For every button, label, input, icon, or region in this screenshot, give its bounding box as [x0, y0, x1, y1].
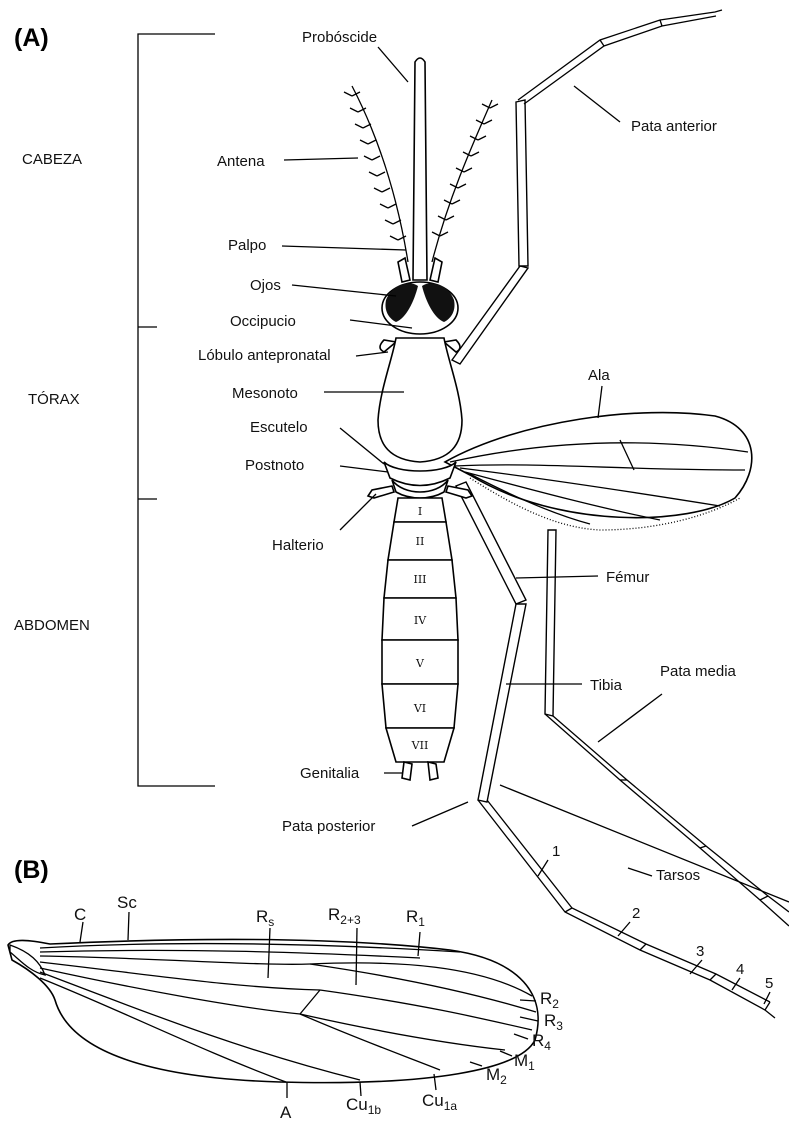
label-palp: Palpo: [228, 237, 266, 254]
region-thorax: TÓRAX: [28, 391, 80, 408]
label-haltere: Halterio: [272, 537, 324, 554]
label-antenna: Antena: [217, 153, 265, 170]
vein-m1: M1: [514, 1051, 535, 1073]
label-midleg: Pata media: [660, 663, 737, 680]
label-femur: Fémur: [606, 569, 649, 586]
segment-label: VI: [413, 702, 426, 715]
tarsus-number: 2: [632, 905, 640, 922]
label-wing: Ala: [588, 367, 610, 384]
tarsus-number: 3: [696, 943, 704, 960]
vein-c: C: [74, 905, 86, 924]
label-proboscis: Probóscide: [302, 29, 377, 46]
label-tarsi: Tarsos: [656, 867, 700, 884]
panel-b-label: (B): [14, 856, 49, 884]
vein-r4: R4: [532, 1031, 551, 1053]
segment-label: VII: [411, 739, 429, 752]
vein-m2: M2: [486, 1065, 507, 1087]
label-mesonotum: Mesonoto: [232, 385, 298, 402]
label-hindleg: Pata posterior: [282, 818, 375, 835]
tarsus-number: 1: [552, 843, 560, 860]
region-head: CABEZA: [22, 151, 82, 168]
tarsus-number: 5: [765, 975, 773, 992]
label-postnotum: Postnoto: [245, 457, 304, 474]
vein-r2: R2: [540, 989, 559, 1011]
segment-label: II: [416, 535, 425, 548]
segment-label: IV: [414, 614, 427, 627]
vein-sc: Sc: [117, 893, 137, 912]
vein-cu1a: Cu1a: [422, 1091, 457, 1113]
wing-b-drawing: [8, 939, 538, 1082]
segment-label: I: [418, 505, 422, 518]
label-eyes: Ojos: [250, 277, 281, 294]
region-bracket: [138, 34, 215, 786]
foreleg-drawing: [452, 10, 722, 364]
mosquito-body: [344, 58, 498, 780]
label-genitalia: Genitalia: [300, 765, 360, 782]
label-antepronotal-lobe: Lóbulo antepronatal: [198, 347, 331, 364]
tarsus-number: 4: [736, 961, 744, 978]
hindleg-drawing: [456, 482, 775, 1018]
vein-r1: R1: [406, 907, 425, 929]
segment-label: III: [413, 573, 426, 586]
region-abdomen: ABDOMEN: [14, 617, 90, 634]
label-tibia: Tibia: [590, 677, 623, 694]
vein-rs: Rs: [256, 907, 274, 929]
label-foreleg: Pata anterior: [631, 118, 717, 135]
vein-a: A: [280, 1103, 292, 1122]
vein-r2-3: R2+3: [328, 905, 361, 927]
label-occiput: Occipucio: [230, 313, 296, 330]
wing-a-drawing: [445, 413, 752, 530]
vein-cu1b: Cu1b: [346, 1095, 381, 1117]
label-scutellum: Escutelo: [250, 419, 308, 436]
segment-label: V: [415, 657, 425, 670]
vein-r3: R3: [544, 1011, 563, 1033]
panel-a-label: (A): [14, 24, 49, 52]
